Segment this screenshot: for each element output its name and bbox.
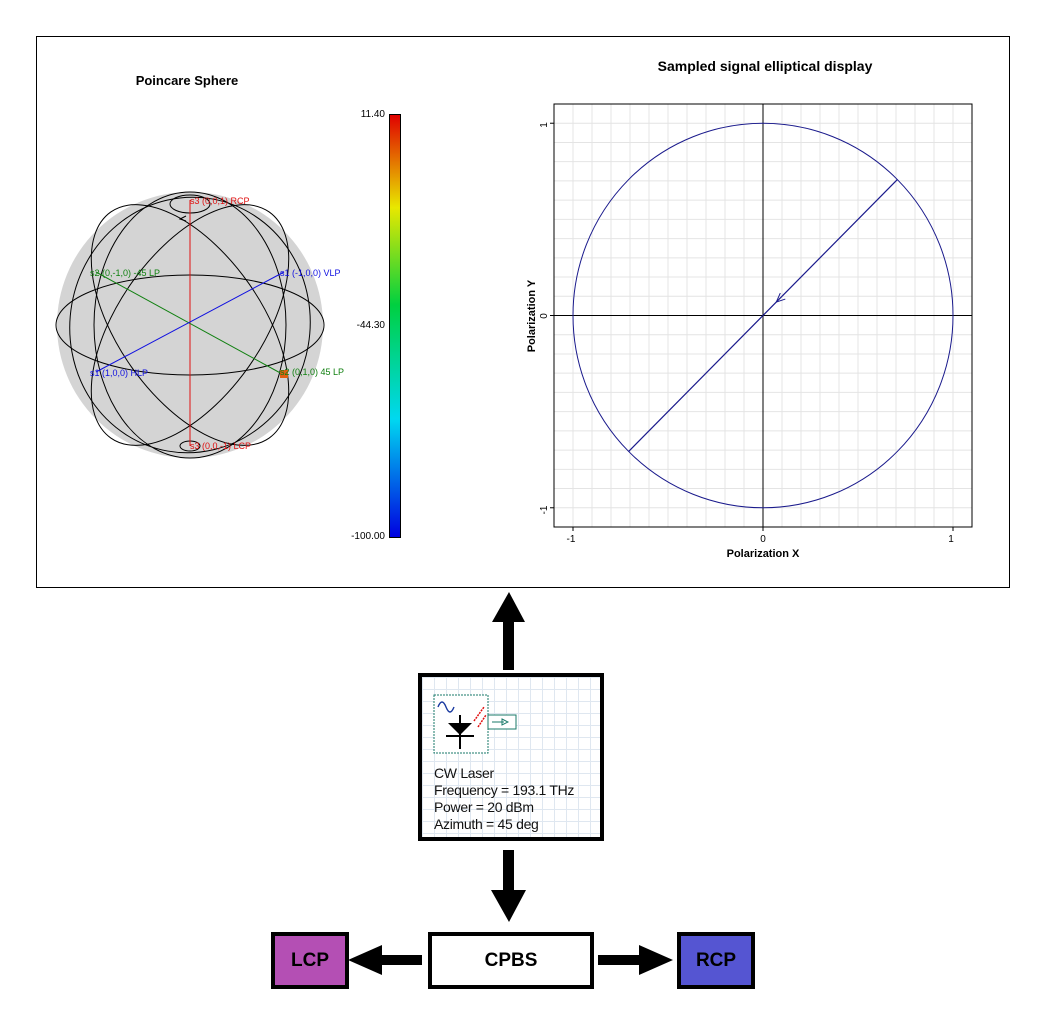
y-tick-1: 1: [539, 122, 550, 128]
laser-diode-icon: [433, 694, 517, 754]
lcp-block[interactable]: LCP: [271, 932, 349, 989]
ellipse-plot: Polarization X Polarization Y -1 0 1 1 0…: [526, 103, 973, 560]
ellipse-title: Sampled signal elliptical display: [657, 58, 873, 74]
label-hlp: s1 (1,0,0) HLP: [90, 368, 148, 378]
cpbs-block[interactable]: CPBS: [428, 932, 594, 989]
colorbar: [389, 114, 401, 538]
x-tick-0: 0: [760, 534, 766, 545]
arrow-up: [492, 592, 525, 670]
x-tick-1: 1: [948, 534, 954, 545]
arrow-left: [348, 945, 422, 975]
laser-azimuth: Azimuth = 45 deg: [434, 816, 539, 832]
laser-name: CW Laser: [434, 765, 494, 781]
state-marker: [280, 370, 288, 378]
y-axis-label: Polarization Y: [526, 279, 538, 352]
x-tick-neg1: -1: [567, 534, 576, 545]
lcp-label: LCP: [291, 949, 329, 971]
colorbar-max: 11.40: [360, 109, 385, 120]
colorbar-mid: -44.30: [356, 320, 385, 331]
poincare-sphere: s3 (0,0,1) RCP s3 (0,0,-1) LCP s2 (0,-1,…: [55, 191, 344, 459]
rcp-block[interactable]: RCP: [677, 932, 755, 989]
laser-power: Power = 20 dBm: [434, 799, 534, 815]
rcp-label: RCP: [695, 949, 737, 971]
cw-laser-component[interactable]: CW Laser Frequency = 193.1 THz Power = 2…: [418, 673, 604, 841]
cpbs-label: CPBS: [484, 949, 538, 971]
laser-params: CW Laser Frequency = 193.1 THz Power = 2…: [434, 765, 574, 833]
y-tick-neg1: -1: [539, 505, 550, 514]
label-lp-45: s2 (0,1,0) 45 LP: [280, 367, 344, 377]
arrow-down: [491, 850, 526, 922]
laser-frequency: Frequency = 193.1 THz: [434, 782, 575, 798]
x-axis-label: Polarization X: [727, 548, 800, 560]
label-lp-minus45: s2 (0,-1,0) -45 LP: [90, 268, 160, 278]
circle-trace: [572, 122, 954, 509]
arrow-right: [598, 945, 673, 975]
label-lcp: s3 (0,0,-1) LCP: [190, 441, 251, 451]
label-rcp: s3 (0,0,1) RCP: [190, 196, 250, 206]
poincare-title: Poincare Sphere: [135, 73, 239, 88]
label-vlp: s1 (-1,0,0) VLP: [280, 268, 341, 278]
direction-arrow-icon: [775, 292, 786, 303]
colorbar-min: -100.00: [351, 531, 385, 542]
linear-trace: [628, 179, 898, 452]
y-tick-0: 0: [539, 313, 550, 319]
